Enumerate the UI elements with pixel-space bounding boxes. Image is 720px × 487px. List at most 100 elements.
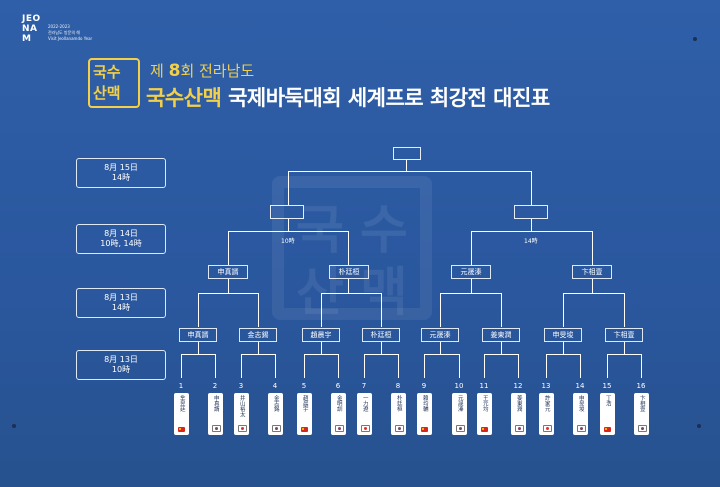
bracket-line	[501, 342, 502, 355]
round-time: 14時	[111, 303, 131, 312]
quarterfinal-player: 卞相壹	[605, 328, 643, 342]
bracket-line	[518, 354, 519, 378]
seed-number: 4	[272, 382, 278, 390]
time-label-right: 14時	[524, 238, 538, 245]
quarterfinal-player: 申旻埈	[544, 328, 582, 342]
korea-flag-icon	[456, 425, 465, 432]
seed-number: 12	[513, 382, 523, 390]
bracket-line	[440, 293, 441, 327]
player-card: 井山裕太	[234, 393, 249, 435]
bracket-line	[241, 354, 242, 378]
bracket-line	[424, 354, 425, 378]
logo-year: 2022-2023	[48, 24, 70, 29]
time-label-left: 10時	[281, 238, 295, 245]
round-time: 10時, 14時	[100, 239, 142, 248]
jeonnam-logo: JEO NA M 2022-2023 전라남도 방문의 해 Visit Jeol…	[22, 14, 92, 44]
round-semifinal: 8月 14日 10時, 14時	[76, 224, 166, 254]
bracket-line	[381, 342, 382, 355]
bracket-line	[288, 219, 289, 232]
player-name: 卞相壹	[638, 395, 645, 412]
title-main: 국제바둑대회 세계프로 최강전 대진표	[228, 86, 550, 110]
seed-number: 14	[575, 382, 585, 390]
finalist-box-right	[514, 205, 548, 219]
korea-flag-icon	[272, 425, 281, 432]
quarterfinal-player: 申真諝	[179, 328, 217, 342]
bracket-line	[321, 293, 322, 327]
bracket-line	[364, 354, 399, 355]
tournament-emblem: 국수 산맥	[88, 58, 140, 108]
bracket-line	[406, 160, 407, 172]
logo-mark: JEO NA M	[22, 14, 41, 44]
player-card: 許家元	[539, 393, 554, 435]
round-quarterfinal: 8月 13日 14時	[76, 288, 166, 318]
edition-number: 8	[168, 61, 181, 81]
player-card: 卞相壹	[634, 393, 649, 435]
player-card: 金志錫	[268, 393, 283, 435]
bracket-line	[531, 219, 532, 232]
bracket-line	[546, 354, 581, 355]
bracket-line	[258, 342, 259, 355]
bracket-line	[258, 293, 259, 327]
bracket-line	[580, 354, 581, 378]
round-first: 8月 13日 10時	[76, 350, 166, 380]
semifinal-player: 申真諝	[208, 265, 248, 279]
china-flag-icon	[421, 427, 428, 432]
watermark-char: 산	[296, 263, 344, 323]
bracket-line	[563, 342, 564, 355]
bracket-line	[471, 231, 472, 265]
logo-mark-line: NA	[22, 24, 38, 34]
semifinal-player: 元晟溱	[451, 265, 491, 279]
semifinal-player: 朴廷桓	[329, 265, 369, 279]
quarterfinal-player: 朴廷桓	[362, 328, 400, 342]
bracket-line	[348, 231, 349, 265]
bracket-line	[501, 293, 502, 327]
grommet-icon	[697, 424, 701, 428]
quarterfinal-player: 元晟溱	[421, 328, 459, 342]
bracket-line	[338, 354, 339, 378]
bracket-line	[275, 354, 276, 378]
player-card: 金明訓	[331, 393, 346, 435]
player-name: 王元均	[481, 395, 488, 412]
china-flag-icon	[481, 427, 488, 432]
grommet-icon	[693, 37, 697, 41]
player-name: 朴廷桓	[395, 395, 402, 412]
round-date: 8月 15日	[104, 163, 138, 172]
edition-prefix: 제	[150, 62, 164, 80]
emblem-line-2: 산맥	[93, 84, 121, 102]
player-card: 丁浩	[600, 393, 615, 435]
player-name: 賴均輔	[421, 395, 428, 412]
korea-flag-icon	[212, 425, 221, 432]
page-title: 국수산맥 국제바둑대회 세계프로 최강전 대진표	[146, 82, 550, 112]
seed-number: 3	[238, 382, 244, 390]
bracket-line	[592, 279, 593, 294]
korea-flag-icon	[638, 425, 647, 432]
bracket-line	[381, 293, 382, 327]
round-final: 8月 15日 14時	[76, 158, 166, 188]
semifinal-player: 卞相壹	[572, 265, 612, 279]
player-card: 申旻埈	[573, 393, 588, 435]
bracket-line	[624, 293, 625, 327]
quarterfinal-player: 金志錫	[239, 328, 277, 342]
title-brand: 국수산맥	[146, 86, 222, 110]
bracket-line	[228, 231, 229, 265]
bracket-line	[471, 279, 472, 294]
bracket-line	[304, 354, 305, 378]
bracket-line	[228, 279, 229, 294]
player-card: 芈昱廷	[174, 393, 189, 435]
korea-flag-icon	[515, 425, 524, 432]
china-flag-icon	[604, 427, 611, 432]
bracket-line	[321, 293, 382, 294]
bracket-line	[641, 354, 642, 378]
korea-flag-icon	[577, 425, 586, 432]
bracket-line	[546, 354, 547, 378]
bracket-line	[348, 279, 349, 294]
bracket-line	[592, 231, 593, 265]
bracket-line	[424, 354, 460, 355]
player-name: 一力遼	[361, 395, 368, 412]
player-name: 趙晨宇	[301, 395, 308, 412]
quarterfinal-player: 姜東潤	[482, 328, 520, 342]
grommet-icon	[12, 424, 16, 428]
bracket-line	[607, 354, 608, 378]
seed-number: 13	[541, 382, 551, 390]
